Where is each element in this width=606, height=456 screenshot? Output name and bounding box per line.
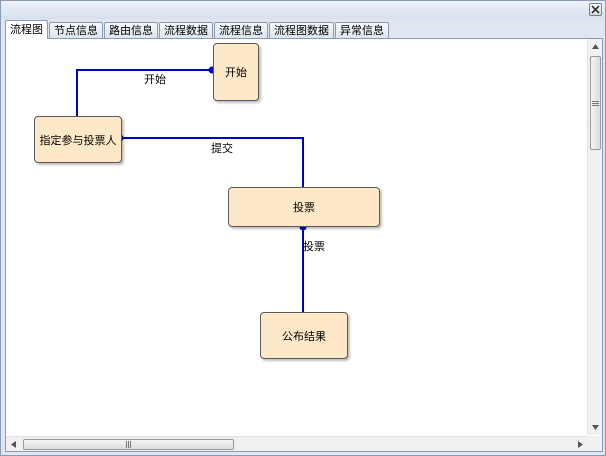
close-icon xyxy=(591,5,600,14)
vertical-scrollbar[interactable] xyxy=(587,39,602,435)
scroll-down-button[interactable] xyxy=(588,420,603,435)
flowchart-canvas: 开始 指定参与投票人 投票 公布结果 开始 提交 投票 xyxy=(6,39,588,435)
edge-start xyxy=(76,69,212,116)
vertical-scroll-thumb[interactable] xyxy=(590,56,601,150)
horizontal-scrollbar[interactable] xyxy=(6,436,588,451)
flowchart-panel: 开始 指定参与投票人 投票 公布结果 开始 提交 投票 xyxy=(5,38,603,452)
edge-label-vote: 投票 xyxy=(303,240,325,253)
tab-route-info[interactable]: 路由信息 xyxy=(104,22,158,39)
scroll-right-button[interactable] xyxy=(573,437,588,452)
flow-edges xyxy=(76,66,307,312)
tab-exception-info[interactable]: 异常信息 xyxy=(335,22,389,39)
horizontal-scroll-thumb[interactable] xyxy=(23,439,234,450)
node-publish-result[interactable]: 公布结果 xyxy=(260,312,348,359)
scroll-left-button[interactable] xyxy=(6,437,21,452)
grip-icon xyxy=(592,100,599,106)
tab-flow-info[interactable]: 流程信息 xyxy=(214,22,268,39)
close-button[interactable] xyxy=(589,3,602,16)
arrow-left-icon xyxy=(11,441,16,448)
node-start[interactable]: 开始 xyxy=(213,43,259,101)
grip-icon xyxy=(126,441,131,448)
tab-flowchart-data[interactable]: 流程图数据 xyxy=(269,22,334,39)
node-assign-voters[interactable]: 指定参与投票人 xyxy=(34,116,122,163)
arrow-down-icon xyxy=(592,425,599,430)
edge-label-start: 开始 xyxy=(144,73,166,86)
tab-flowchart[interactable]: 流程图 xyxy=(5,20,48,39)
tab-strip: 流程图 节点信息 路由信息 流程数据 流程信息 流程图数据 异常信息 xyxy=(5,20,603,39)
tab-flow-data[interactable]: 流程数据 xyxy=(159,22,213,39)
edge-submit xyxy=(120,137,304,187)
edge-label-submit: 提交 xyxy=(211,142,233,155)
arrow-up-icon xyxy=(592,44,599,49)
scrollbar-corner xyxy=(587,436,602,451)
title-bar xyxy=(1,1,605,19)
scroll-up-button[interactable] xyxy=(588,39,603,54)
tab-node-info[interactable]: 节点信息 xyxy=(49,22,103,39)
arrow-right-icon xyxy=(578,441,583,448)
node-vote[interactable]: 投票 xyxy=(228,187,380,227)
